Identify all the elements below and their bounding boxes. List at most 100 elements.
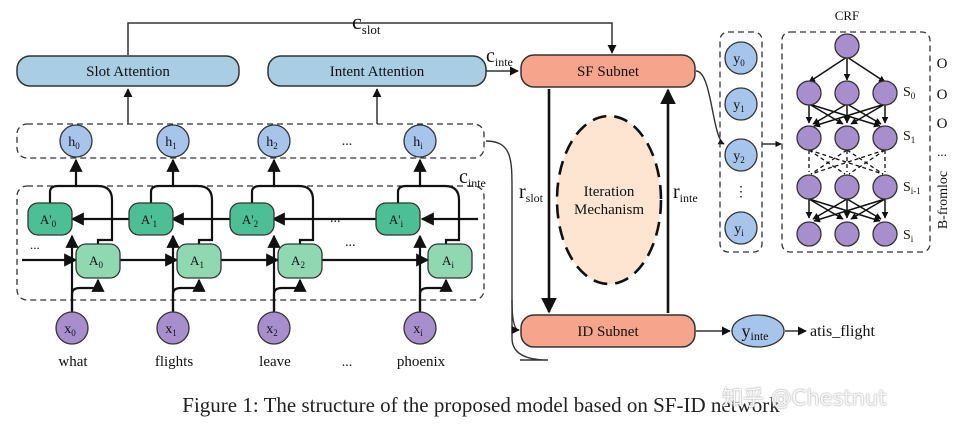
input-to-forward-arrow: [171, 278, 206, 312]
input-word: leave: [259, 354, 291, 370]
iteration-mechanism: [555, 114, 663, 286]
backward-cell-label: A'0: [40, 212, 57, 229]
forward-cell-label: A1: [190, 253, 204, 270]
hidden-node: [403, 124, 437, 158]
input-node-label: x0: [64, 322, 76, 338]
crf-start-node: [834, 33, 860, 59]
iteration-label-1: Iteration: [584, 184, 635, 200]
input-node: [403, 311, 437, 345]
crf-node: [796, 174, 822, 200]
r-slot-label: rslot: [519, 181, 544, 205]
backward-to-hidden-arrow: [149, 158, 180, 203]
crf-state-label: Si: [903, 228, 914, 244]
backward-cell: [128, 202, 174, 236]
crf-node: [834, 174, 860, 200]
c-inte-top-label: cinte: [486, 45, 513, 69]
slot-output-label: yi: [734, 222, 744, 238]
input-node-label: x1: [165, 322, 177, 338]
hidden-node: [59, 124, 93, 158]
forward-cell-label: A0: [89, 253, 103, 270]
sf-subnet-label: SF Subnet: [577, 64, 640, 80]
crf-state-label: S1: [903, 129, 915, 145]
crf-edges: [805, 56, 889, 223]
crf-node: [834, 221, 860, 247]
intent-output-label: atis_flight: [810, 323, 875, 340]
forward-cell: [427, 243, 473, 279]
bilstm-left-ellipsis-top: ...: [30, 237, 40, 252]
input-to-forward-arrow: [418, 278, 453, 312]
tag-label-rotated: B-fromloc: [936, 171, 951, 229]
sf-to-output-arrow: [695, 70, 725, 145]
crf-node: [872, 174, 898, 200]
backward-to-hidden-arrow: [396, 158, 427, 203]
c-slot-label: cslot: [352, 9, 381, 37]
input-to-forward-arrow: [70, 278, 105, 312]
slot-output-nodes: y0 y1 y2 ⋮ yi: [724, 41, 758, 245]
crf-node: [872, 221, 898, 247]
hidden-layer-box: [16, 123, 485, 159]
slot-output-box: [719, 31, 763, 253]
slot-output-label: y2: [733, 149, 745, 165]
bilstm-box: [16, 185, 485, 301]
c-inte-to-id-connector: [485, 140, 549, 361]
input-node: [257, 311, 291, 345]
slot-output-node: [724, 138, 758, 172]
intent-attention-label: Intent Attention: [330, 64, 425, 80]
bilstm-ellipsis-backward: ...: [330, 211, 341, 226]
y-inte-node: [731, 314, 785, 348]
forward-to-hidden-arrow: [420, 184, 461, 244]
backward-cell: [27, 202, 73, 236]
crf-node: [834, 125, 860, 151]
forward-cell: [75, 243, 121, 279]
forward-cells: A0 A1 A2 Ai: [75, 243, 473, 279]
hidden-node-label: h1: [165, 135, 177, 151]
crf-node: [872, 80, 898, 106]
c-inte-to-id-arrow: [511, 299, 520, 335]
hidden-node: [156, 124, 190, 158]
crf-state-label: Si-1: [903, 180, 921, 196]
input-word: what: [58, 354, 88, 370]
input-node-label: xi: [413, 322, 423, 338]
crf-box: [781, 31, 931, 253]
backward-to-hidden-arrow: [48, 158, 83, 203]
hidden-nodes: h0 h1 h2 hi ...: [59, 124, 437, 158]
hidden-ellipsis: ...: [342, 134, 353, 149]
slot-output-label: y0: [733, 52, 745, 68]
crf-label: CRF: [835, 8, 860, 23]
y-inte-label: yinte: [742, 321, 769, 343]
crf-state-label: S0: [903, 85, 916, 101]
forward-cell: [277, 243, 323, 279]
watermark: 知乎 @Chestnut: [722, 386, 887, 410]
input-word: flights: [155, 354, 193, 370]
input-nodes: x0 what x1 flights x2 leave xi phoenix .…: [55, 311, 446, 370]
input-ellipsis: ...: [342, 355, 353, 370]
hidden-node-label: h2: [266, 135, 278, 151]
slot-output-label: y1: [733, 98, 745, 114]
tag-label: O: [937, 87, 948, 103]
tag-label: O: [937, 116, 948, 132]
crf-node: [796, 125, 822, 151]
crf-node: [796, 80, 822, 106]
crf-nodes: [796, 33, 898, 247]
tag-label: ...: [937, 144, 947, 159]
bilstm-ellipsis-forward: ...: [345, 235, 356, 250]
crf-node: [834, 80, 860, 106]
slot-output-node: [724, 211, 758, 245]
input-node: [55, 311, 89, 345]
bilstm-connections: [22, 158, 478, 312]
input-word: phoenix: [397, 354, 446, 370]
figure-caption: Figure 1: The structure of the proposed …: [182, 393, 780, 417]
slot-output-vdots: ⋮: [734, 185, 748, 200]
hidden-node-label: hi: [413, 135, 423, 151]
slot-output-node: [724, 41, 758, 75]
backward-to-hidden-arrow: [250, 158, 281, 203]
input-node: [156, 311, 190, 345]
input-node-label: x2: [266, 322, 278, 338]
backward-cells: A'0 A'1 A'2 A'i: [27, 202, 421, 236]
forward-cell-label: A2: [291, 253, 305, 270]
r-inte-label: rinte: [673, 181, 698, 205]
forward-cell-label: Ai: [442, 253, 454, 270]
slot-attention-block: [16, 55, 240, 87]
id-subnet-label: ID Subnet: [577, 324, 639, 340]
